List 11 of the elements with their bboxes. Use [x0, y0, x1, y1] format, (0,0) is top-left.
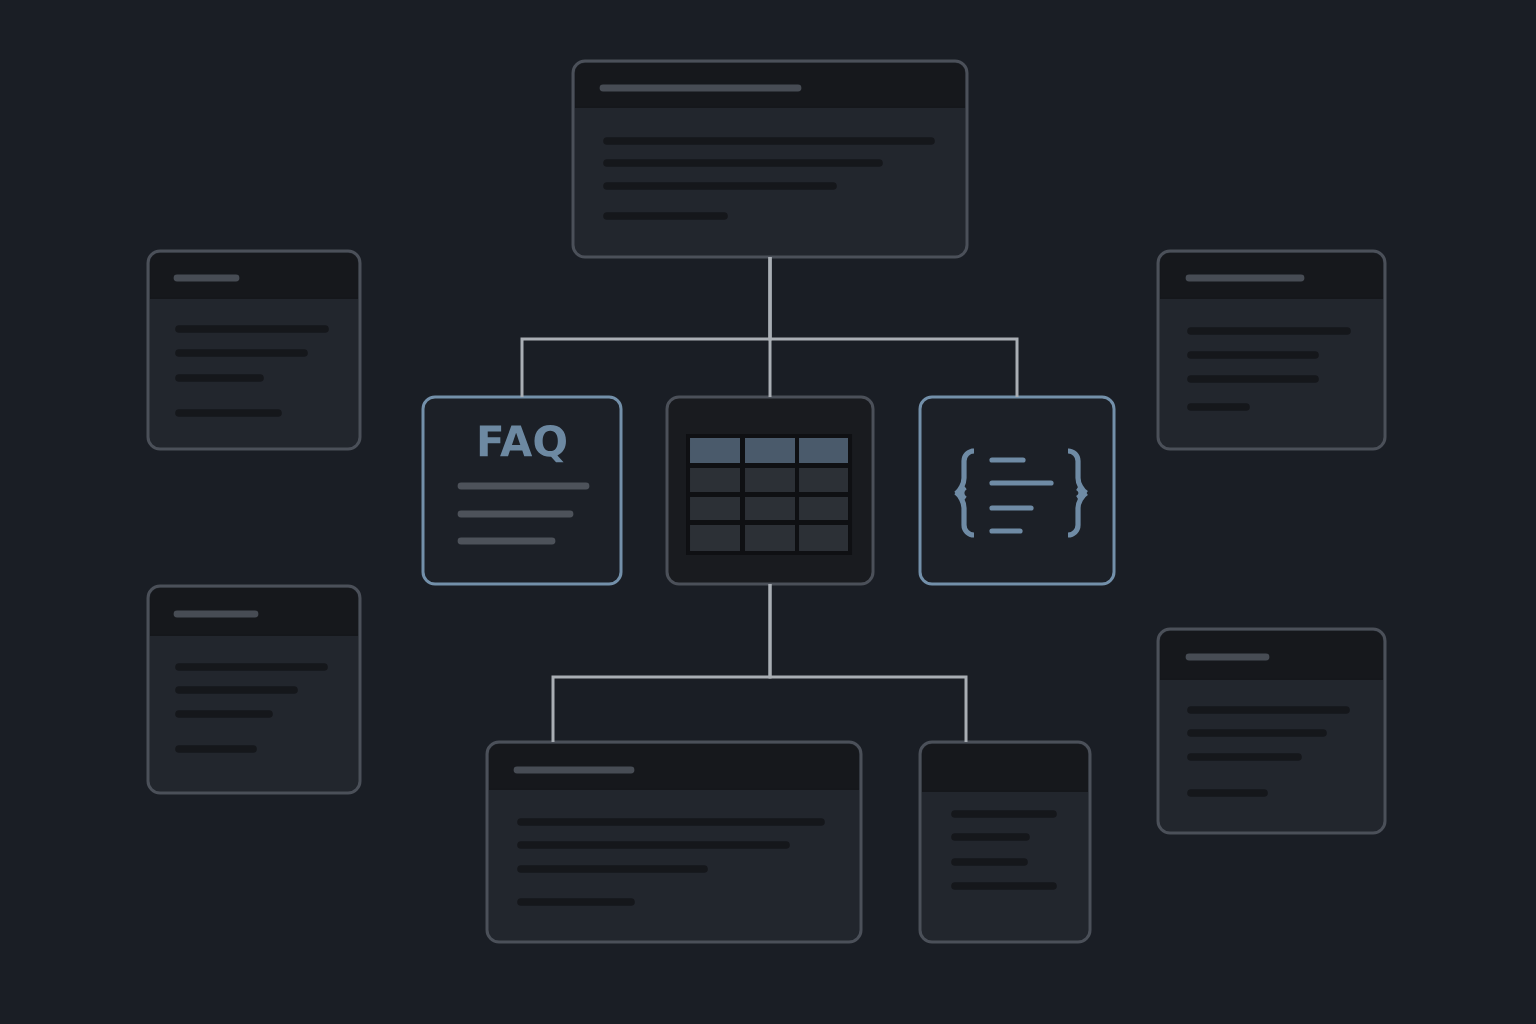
- code-card: [918, 395, 1116, 586]
- window-card: [1156, 249, 1387, 451]
- window-card: [918, 740, 1092, 944]
- document-card: [421, 395, 623, 586]
- connector: [768, 257, 1019, 397]
- connector: [768, 584, 968, 742]
- window-card: [485, 740, 863, 944]
- window-card: [1156, 627, 1387, 835]
- window-card: [146, 249, 362, 451]
- card-heading: FAQ: [479, 425, 566, 463]
- window-card: [146, 584, 362, 795]
